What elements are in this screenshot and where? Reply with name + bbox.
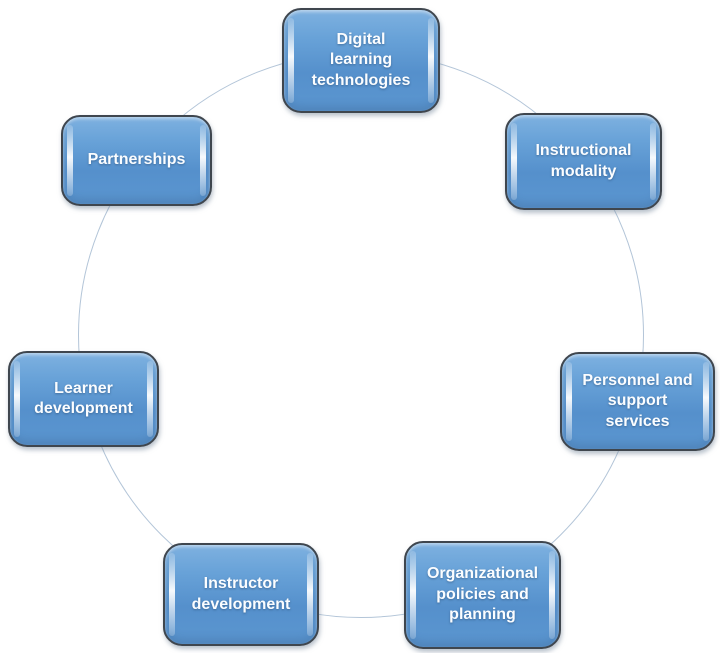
partnerships-node: Partnerships [61,115,212,206]
instructional-modality-node: Instructional modality [505,113,662,210]
instructor-development-node: Instructor development [163,543,319,646]
learner-development-node: Learner development [8,351,159,447]
personnel-support-services-node: Personnel and support services [560,352,715,451]
node-label: Digital learning technologies [311,30,411,89]
node-label: Learner development [34,379,133,417]
node-label: Partnerships [87,151,186,169]
node-label: Instructor development [191,575,291,613]
node-label: Personnel and support services [582,371,693,430]
node-label: Instructional modality [535,142,632,180]
node-label: Organizational policies and planning [426,565,539,624]
digital-learning-technologies-node: Digital learning technologies [282,8,440,113]
organizational-policies-planning-node: Organizational policies and planning [404,541,561,649]
